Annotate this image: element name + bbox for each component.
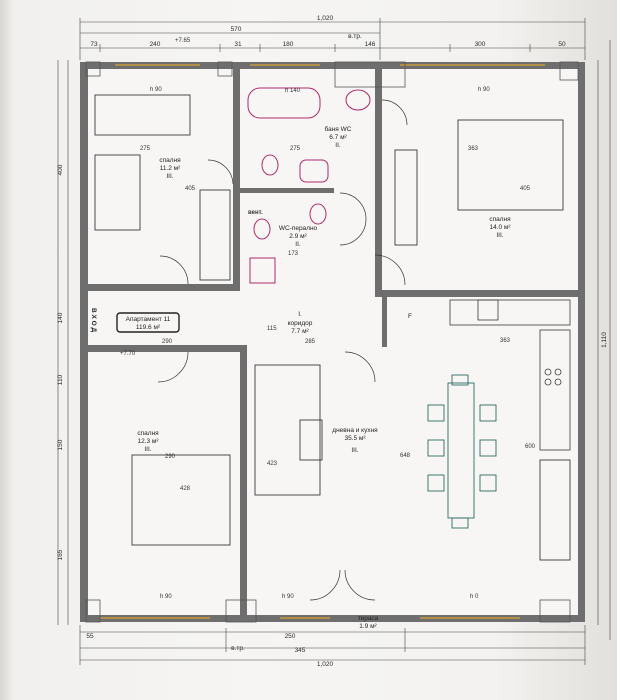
room-7-name: дневна и кухня xyxy=(332,427,378,434)
inner-dim-173: 173 xyxy=(288,251,299,257)
window-height-1: h 90 xyxy=(150,87,162,93)
dim-345: 345 xyxy=(295,647,306,654)
window-height-3: h 90 xyxy=(478,87,490,93)
dim-total-top: 1,020 xyxy=(317,15,334,22)
room-2-name: баня WC xyxy=(325,125,352,133)
interior-walls xyxy=(88,69,578,615)
dim-146: 146 xyxy=(365,41,376,48)
room-7-area: 35.5 м² xyxy=(344,435,366,442)
inner-dim-290b: 290 xyxy=(165,454,176,460)
room-3-area: 14.0 м² xyxy=(489,224,511,231)
vertical-pipe-bottom: в.тр. xyxy=(231,645,245,652)
dim-150: 150 xyxy=(57,439,64,450)
bathtub xyxy=(247,87,321,119)
window-height-4: h 90 xyxy=(160,594,172,600)
top-dimension-lines xyxy=(79,18,586,60)
room-3-class: III. xyxy=(496,232,503,239)
window-height-6: h 0 xyxy=(470,594,479,600)
dim-140: 140 xyxy=(57,312,64,323)
bed-bedroom-1 xyxy=(94,94,191,136)
dim-300: 300 xyxy=(475,41,486,48)
washbasin xyxy=(345,89,371,111)
room-3-name: спалня xyxy=(489,216,511,223)
dim-400: 400 xyxy=(57,164,64,175)
inner-dim-648: 648 xyxy=(400,453,411,459)
room-2-class: II. xyxy=(335,142,341,149)
apartment-area: 119.6 м² xyxy=(136,324,161,331)
room-1-class: III. xyxy=(166,173,173,180)
side-dimension-lines xyxy=(57,40,611,640)
inner-dim-428: 428 xyxy=(180,486,191,492)
bottom-dimension-lines xyxy=(79,625,586,665)
room-8-area: 1.9 м² xyxy=(359,623,377,630)
chairs xyxy=(427,374,497,529)
inner-dim-115: 115 xyxy=(267,326,277,332)
room-4-name: WC-перално xyxy=(279,225,318,232)
dim-250: 250 xyxy=(285,633,296,640)
room-6-class: III. xyxy=(144,446,151,453)
dim-570: 570 xyxy=(231,26,242,33)
bed-bedroom-2 xyxy=(457,119,564,211)
windows xyxy=(100,64,545,619)
entrance-label: В Х О Д xyxy=(90,308,97,333)
room-1-area: 11.2 м² xyxy=(160,165,181,172)
vent-label: вент. xyxy=(248,210,263,216)
window-height-2: h 140 xyxy=(285,88,301,94)
apartment-box xyxy=(116,312,180,333)
room-5-area: 7.7 м² xyxy=(291,328,309,335)
bed-bedroom-3 xyxy=(131,454,231,546)
dim-165: 165 xyxy=(57,549,64,560)
room-4-class: II. xyxy=(295,241,301,248)
dim-31: 31 xyxy=(234,41,242,48)
apartment-name: Апартамент 11 xyxy=(126,316,171,323)
room-5-class: I. xyxy=(298,311,302,318)
kitchen xyxy=(449,299,571,451)
vertical-pipe-top: в.тр. xyxy=(348,33,362,40)
inner-dim-275b: 275 xyxy=(290,146,301,152)
inner-dim-423: 423 xyxy=(267,461,278,467)
dim-1110: 1,110 xyxy=(601,332,608,348)
dim-73: 73 xyxy=(90,41,98,48)
inner-dim-600: 600 xyxy=(525,444,536,450)
inner-dim-405a: 405 xyxy=(185,186,196,192)
inner-dim-290: 290 xyxy=(162,339,173,345)
level-top: +7.65 xyxy=(175,38,191,44)
room-2-area: 6.7 м² xyxy=(329,134,347,141)
inner-dim-285: 285 xyxy=(305,339,316,345)
inner-dim-405b: 405 xyxy=(520,186,531,192)
window-frames xyxy=(85,61,579,623)
room-6-name: спалня xyxy=(137,430,159,437)
doors xyxy=(157,99,408,601)
room-5-name: коридор xyxy=(288,320,313,327)
room-6-area: 12.3 м² xyxy=(137,438,159,445)
window-height-5: h 90 xyxy=(282,594,294,600)
room-8-name: тераса xyxy=(358,615,379,622)
bathroom-fixtures xyxy=(247,87,371,284)
fridge-label: F xyxy=(408,313,412,320)
dim-240: 240 xyxy=(150,41,161,48)
room-7-class: III. xyxy=(351,447,358,454)
dim-50: 50 xyxy=(558,41,566,48)
inner-dim-275a: 275 xyxy=(140,146,151,152)
interior-floor xyxy=(88,69,578,615)
inner-dim-363b: 363 xyxy=(500,338,511,344)
dim-total-bottom: 1,020 xyxy=(317,661,334,668)
sofa xyxy=(254,364,321,496)
inner-dim-363: 363 xyxy=(468,146,479,152)
dim-180: 180 xyxy=(283,41,294,48)
outer-walls xyxy=(80,62,585,622)
furniture xyxy=(94,94,571,561)
room-4-area: 2.9 м² xyxy=(289,233,307,240)
dim-110: 110 xyxy=(57,374,64,385)
level-mid: +7.70 xyxy=(120,351,136,357)
dim-55: 55 xyxy=(86,633,94,640)
room-1-name: спалня xyxy=(159,157,181,164)
